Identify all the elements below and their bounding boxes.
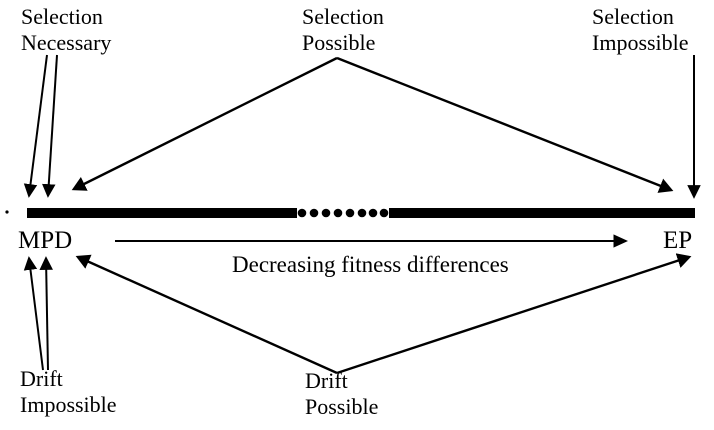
label-selection-impossible: Selection Impossible (592, 4, 689, 55)
connector-selection-possible-right (336, 56, 674, 193)
scale-bar-left-segment (27, 208, 297, 218)
connector-selection-possible-left (71, 56, 338, 191)
axis-caption-decreasing-fitness-differences: Decreasing fitness differences (232, 252, 509, 277)
label-drift-possible: Drift Possible (305, 368, 379, 419)
stray-dot-artifact (5, 210, 9, 214)
connector-drift-impossible-b (39, 256, 53, 371)
scale-bar-dotted-gap (297, 208, 389, 218)
scale-left-endpoint-label: MPD (18, 227, 73, 254)
scale-bar-right-segment (389, 208, 695, 218)
label-selection-possible: Selection Possible (302, 4, 384, 55)
scale-right-endpoint-label: EP (663, 227, 693, 254)
label-selection-necessary: Selection Necessary (21, 4, 112, 55)
label-drift-impossible: Drift Impossible (20, 366, 117, 417)
connector-drift-possible-right (336, 253, 692, 375)
connector-drift-possible-left (75, 254, 338, 375)
connector-drift-impossible-a (23, 256, 44, 371)
connector-selection-necessary-b (42, 54, 58, 198)
connector-selection-necessary-a (23, 54, 48, 198)
